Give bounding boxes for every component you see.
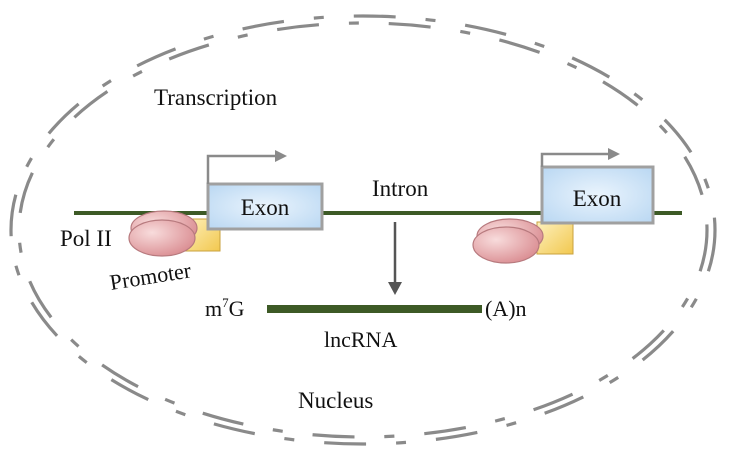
rna-polymerase-icon: [128, 210, 198, 257]
exon-box-right: [540, 165, 655, 225]
exon-box-left: [206, 182, 324, 231]
exon-label-right: Exon: [573, 186, 622, 211]
cap-superscript: 7: [222, 295, 229, 310]
bent-arrow-icon: [206, 150, 287, 184]
nucleus-label: Nucleus: [298, 388, 373, 413]
down-arrow-icon: [388, 222, 402, 295]
pol-ii-label: Pol II: [60, 226, 112, 251]
exon-label-left: Exon: [241, 195, 290, 220]
transcription-label: Transcription: [154, 85, 278, 110]
lncrna-label: lncRNA: [324, 327, 397, 352]
promoter-label: Promoter: [108, 257, 193, 295]
bent-arrow-icon: [540, 148, 620, 167]
rna-polymerase-icon: [472, 218, 544, 264]
nucleus-membrane: [9, 14, 717, 446]
intron-label: Intron: [372, 176, 429, 201]
poly-a-label: (A)n: [485, 296, 527, 321]
cap-label: m7G: [205, 295, 245, 321]
